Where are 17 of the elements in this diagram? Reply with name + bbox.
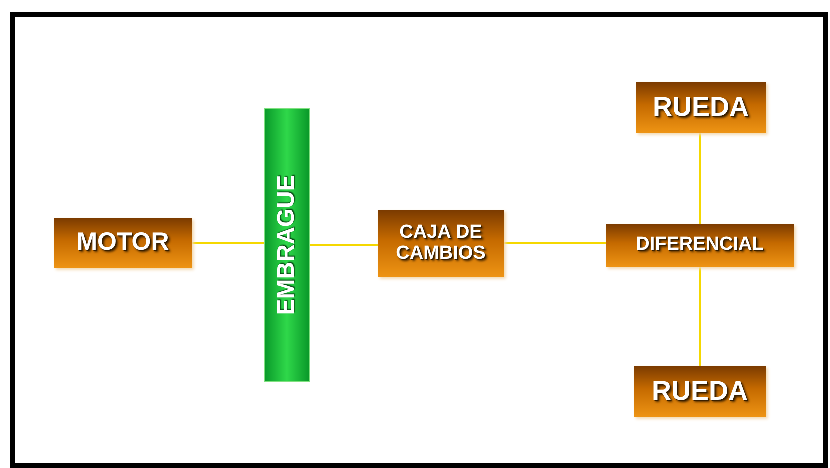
component-label: CAJA DE CAMBIOS bbox=[395, 222, 487, 264]
component-label: RUEDA bbox=[652, 92, 749, 122]
connector-line bbox=[504, 242, 606, 244]
connector-line bbox=[192, 242, 264, 244]
clutch-bar bbox=[264, 108, 310, 382]
component-label: MOTOR bbox=[76, 229, 170, 257]
connector-line bbox=[310, 244, 378, 246]
component-box bbox=[634, 366, 766, 417]
connector-line bbox=[699, 133, 701, 224]
component-box bbox=[606, 224, 794, 267]
component-box bbox=[54, 218, 192, 268]
component-box bbox=[636, 82, 766, 133]
component-box bbox=[378, 210, 504, 277]
connector-line bbox=[699, 267, 701, 366]
component-label: RUEDA bbox=[652, 376, 748, 406]
component-label: EMBRAGUE bbox=[274, 174, 300, 315]
component-label: DIFERENCIAL bbox=[636, 235, 764, 256]
